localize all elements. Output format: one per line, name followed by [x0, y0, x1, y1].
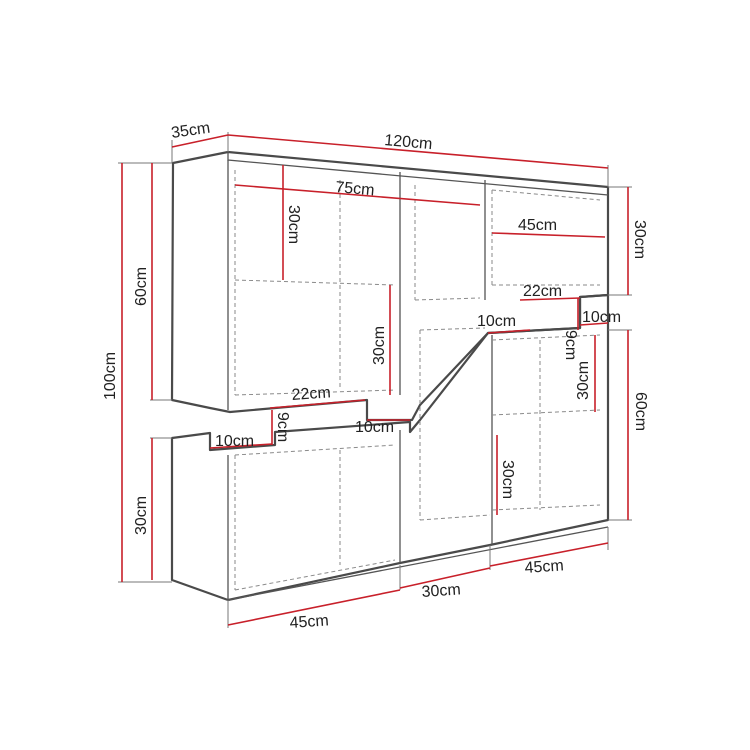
- dimension-labels: 35cm 120cm 100cm 60cm 30cm 30cm 60cm 75c…: [102, 120, 649, 632]
- label-right-lower-height: 30cm: [499, 460, 516, 499]
- label-left-inner-height: 30cm: [371, 326, 388, 365]
- label-bottom-middle-width: 30cm: [421, 581, 461, 601]
- hidden-lines: [234, 170, 601, 591]
- dim-step-right-width: [519, 297, 581, 301]
- label-bottom-right-width: 45cm: [524, 557, 564, 577]
- bottom-edge: [227, 526, 609, 601]
- cabinet-outline: [170, 150, 610, 602]
- label-step-right-depth: 10cm: [582, 309, 621, 326]
- label-ramp-bottom-width: 10cm: [355, 419, 394, 436]
- label-right-mid-height: 30cm: [575, 361, 592, 400]
- label-ramp-top-width: 10cm: [477, 313, 516, 330]
- label-step-left-height: 9cm: [274, 412, 291, 442]
- dim-step-left-width: [269, 399, 366, 409]
- dim-step-right-depth: [579, 322, 609, 326]
- dim-top-right-width: [491, 232, 606, 238]
- label-bottom-left-width: 45cm: [289, 612, 329, 632]
- label-top-inner-width: 75cm: [335, 179, 375, 199]
- label-upper-left-height: 60cm: [133, 267, 150, 306]
- label-top-left-shelf-height: 30cm: [285, 205, 302, 244]
- upper-left-box: [170, 150, 610, 422]
- label-top-right-width: 45cm: [518, 217, 557, 234]
- label-step-left-width: 22cm: [291, 384, 331, 404]
- dim-bottom-middle-width: [399, 567, 491, 589]
- dim-bottom-right-width: [489, 542, 609, 567]
- dimension-lines: [121, 134, 629, 626]
- dim-bottom-left-width: [227, 589, 401, 626]
- label-depth: 35cm: [170, 120, 211, 142]
- label-total-height: 100cm: [102, 352, 119, 400]
- label-step-right-height: 9cm: [562, 330, 579, 360]
- lower-left-box: [170, 293, 610, 602]
- label-lower-right-height: 60cm: [632, 392, 649, 431]
- dim-step-left-depth: [209, 443, 273, 449]
- dim-ramp-top-width: [487, 329, 531, 334]
- label-lower-left-height: 30cm: [133, 496, 150, 535]
- dim-total-width: [227, 134, 609, 169]
- label-upper-right-height: 30cm: [631, 220, 648, 259]
- dim-top-inner-width: [234, 184, 481, 206]
- label-step-left-depth: 10cm: [215, 433, 254, 450]
- label-step-right-width: 22cm: [523, 283, 562, 300]
- label-total-width: 120cm: [384, 132, 433, 153]
- dim-depth: [171, 134, 229, 148]
